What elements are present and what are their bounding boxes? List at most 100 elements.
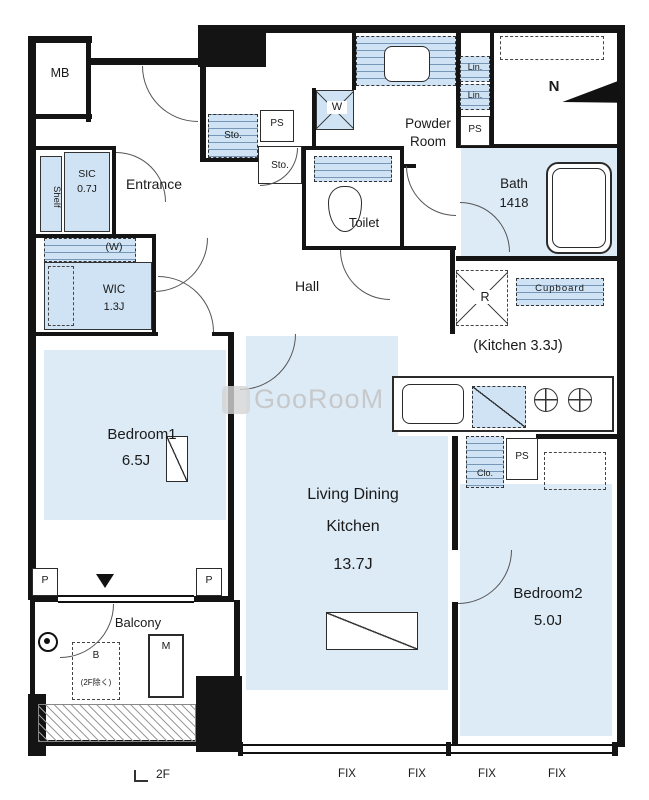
balcony-rail xyxy=(30,740,242,746)
north-label: N xyxy=(548,78,560,95)
cupboard-box xyxy=(516,278,604,306)
kitchen-worktop xyxy=(472,386,526,428)
wall xyxy=(234,600,240,680)
pipe-space-label: PS xyxy=(515,451,529,462)
wall xyxy=(617,25,625,747)
stove-burner-icon xyxy=(568,388,592,412)
linen-label: Lin. xyxy=(467,62,483,72)
bedroom1-door-arc xyxy=(158,276,214,332)
bedroom1-size-label: 6.5J xyxy=(121,452,151,469)
linen-box xyxy=(460,56,490,82)
linen-box xyxy=(460,84,490,110)
wall xyxy=(452,436,458,550)
watermark-logo xyxy=(222,386,250,414)
wall xyxy=(200,67,206,162)
sic-box xyxy=(64,152,110,232)
balcony-rail xyxy=(30,600,35,700)
toilet-label: Toilet xyxy=(348,215,380,230)
pillar-label: P xyxy=(41,574,49,586)
watermark-text: GooRooM xyxy=(254,384,385,414)
washer-hookup-strip xyxy=(44,238,136,262)
balcony-gutter xyxy=(38,704,196,742)
storage-small-label: Sto. xyxy=(271,160,289,171)
sic-label: SIC xyxy=(78,168,96,180)
toilet-tank xyxy=(314,156,392,182)
pillar-label: P xyxy=(205,574,213,586)
entrance-label: Entrance xyxy=(125,176,183,192)
wall xyxy=(32,596,60,602)
bedroom2-label: Bedroom2 xyxy=(513,585,583,602)
fix-window-label: FIX xyxy=(548,768,566,780)
wall xyxy=(352,33,356,90)
powder-room-label2: Room xyxy=(409,134,446,149)
window-mullion xyxy=(446,742,451,756)
wall xyxy=(302,146,306,250)
ldk-furniture-mark xyxy=(326,612,418,650)
bedroom1-label: Bedroom1 xyxy=(107,426,177,443)
wall xyxy=(450,250,455,334)
washer-hookup-label: (W) xyxy=(105,241,123,253)
pipe-space-label: PS xyxy=(270,118,284,129)
fix-window-label: FIX xyxy=(478,768,496,780)
pipe-space-box xyxy=(506,438,538,480)
toilet-door-arc xyxy=(340,250,390,300)
bedroom2-size-label: 5.0J xyxy=(533,612,563,629)
ldk-size-label: 13.7J xyxy=(333,556,373,573)
wall xyxy=(28,36,36,600)
pillar-box xyxy=(32,568,58,596)
front-door-arc xyxy=(142,66,198,122)
wic-size-label: 1.3J xyxy=(103,301,125,313)
faucet-dot xyxy=(44,638,50,644)
mb-label: MB xyxy=(50,66,70,80)
furniture-outline xyxy=(544,452,606,490)
wall xyxy=(192,596,234,602)
storage-label: Sto. xyxy=(224,130,242,141)
cupboard-label: Cupboard xyxy=(535,283,585,294)
fix-window-label: FIX xyxy=(338,768,356,780)
linen-label: Lin. xyxy=(467,90,483,100)
powder-door-arc xyxy=(406,166,456,216)
vanity-sink xyxy=(384,46,430,82)
wall xyxy=(86,36,91,122)
wall xyxy=(86,58,204,65)
kitchen-sink xyxy=(402,384,464,424)
meter-label: M xyxy=(161,640,171,652)
bath-size-label: 1418 xyxy=(499,195,529,210)
wall xyxy=(452,602,458,746)
wall xyxy=(490,33,494,146)
powder-room-label: Powder xyxy=(405,116,451,131)
wall xyxy=(228,336,234,598)
wall xyxy=(32,234,156,238)
storage-box xyxy=(208,114,258,158)
shelf-box: Shelf xyxy=(40,156,62,232)
wall xyxy=(264,25,618,33)
wall xyxy=(312,88,316,148)
wic-label: WIC xyxy=(102,284,126,296)
window-mullion xyxy=(612,742,618,756)
pipe-space-box xyxy=(260,110,294,142)
water-heater-label: B xyxy=(92,650,100,661)
wall xyxy=(32,332,158,336)
bedroom1-floor xyxy=(44,350,226,520)
floor-label: 2F xyxy=(155,767,170,781)
fix-window-label: FIX xyxy=(408,768,426,780)
wall xyxy=(196,676,242,752)
wall xyxy=(456,33,461,148)
toilet-bowl-icon xyxy=(328,186,362,232)
pipe-space-label: PS xyxy=(468,124,482,135)
balcony-window xyxy=(58,595,194,603)
closet-box xyxy=(466,436,504,488)
wall xyxy=(28,114,92,119)
wic-box xyxy=(44,262,152,330)
ldk-label2: Kitchen xyxy=(326,518,380,535)
wic-shelf xyxy=(48,266,74,326)
wall xyxy=(32,146,116,150)
ldk-label: Living Dining xyxy=(307,486,399,503)
wall xyxy=(28,36,92,43)
wall xyxy=(112,146,116,238)
water-heater-note: (2F除く) xyxy=(80,678,112,687)
balcony-label: Balcony xyxy=(114,615,162,630)
closet-label: Clo. xyxy=(476,468,493,478)
wall xyxy=(212,332,234,336)
